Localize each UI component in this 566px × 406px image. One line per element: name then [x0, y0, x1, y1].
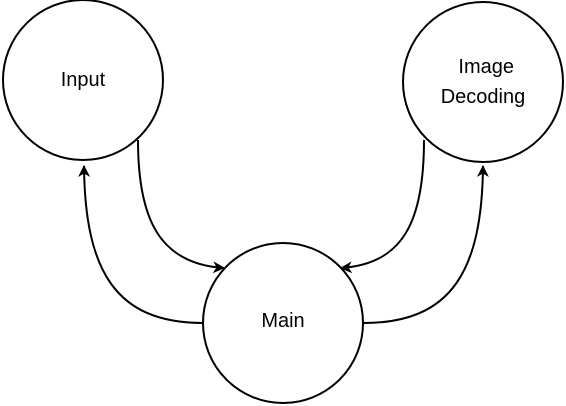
edge-main-to-image-decoding	[363, 165, 489, 324]
node-main-label: Main	[261, 310, 304, 332]
node-image-decoding-circle	[402, 1, 564, 163]
node-image-decoding-label-line-2: Decoding	[441, 86, 526, 108]
node-input: Input	[2, 0, 164, 161]
node-main-circle	[202, 242, 364, 404]
edge-input-to-main	[137, 139, 225, 274]
edge-main-to-input	[78, 165, 204, 324]
node-image-decoding: Image Decoding	[402, 1, 564, 163]
node-input-label: Input	[61, 69, 106, 91]
node-input-circle	[2, 0, 164, 161]
node-main: Main	[202, 242, 364, 404]
edge-image-decoding-to-main	[340, 139, 425, 274]
node-image-decoding-label: Image Decoding	[441, 56, 526, 108]
node-image-decoding-label-line-1: Image	[458, 56, 514, 78]
